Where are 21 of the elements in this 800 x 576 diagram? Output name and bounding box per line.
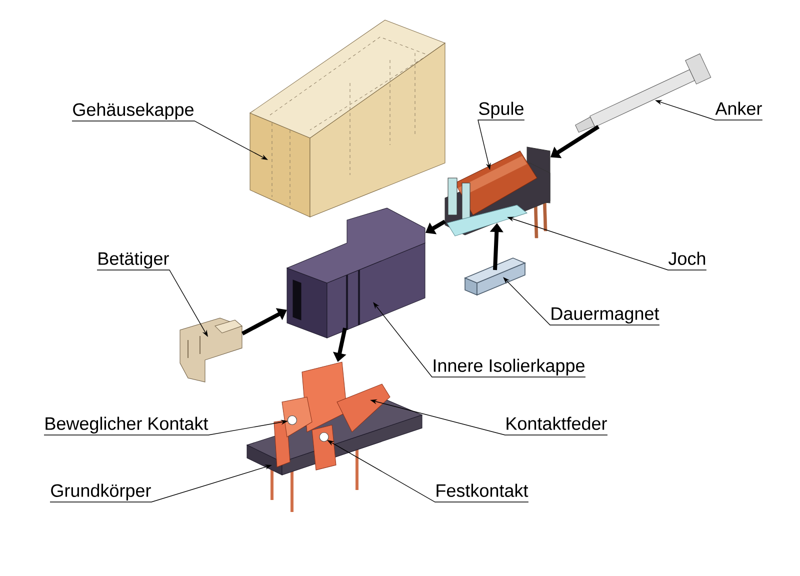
part-label: Dauermagnet: [552, 307, 660, 324]
part-label: Beweglicher Kontakt: [46, 416, 208, 434]
armature-drawing: [575, 54, 712, 133]
part-label: Gehäusekappe: [73, 102, 194, 120]
contact-spring-drawing: [274, 362, 390, 468]
leader-line: [503, 277, 660, 326]
leader-line: [373, 302, 586, 378]
part-label: Festkontakt: [436, 484, 528, 497]
part-label: Anker: [715, 102, 762, 115]
part-label: Grundkörper: [51, 484, 151, 501]
housing-cap-drawing: [250, 20, 446, 218]
fixed-contact-drawing: [312, 424, 336, 470]
contact-dot: [287, 415, 297, 425]
part-label: Spule: [479, 102, 524, 119]
yoke-drawing: [446, 204, 528, 236]
inner-cap-drawing: [286, 208, 426, 338]
part-label: Joch: [668, 252, 706, 265]
part-label: Innere Isolierkappe: [434, 358, 584, 376]
part-label: Kontaktfeder: [506, 416, 607, 430]
actuator-drawing: [180, 318, 242, 382]
part-label: Betätiger: [98, 252, 169, 269]
